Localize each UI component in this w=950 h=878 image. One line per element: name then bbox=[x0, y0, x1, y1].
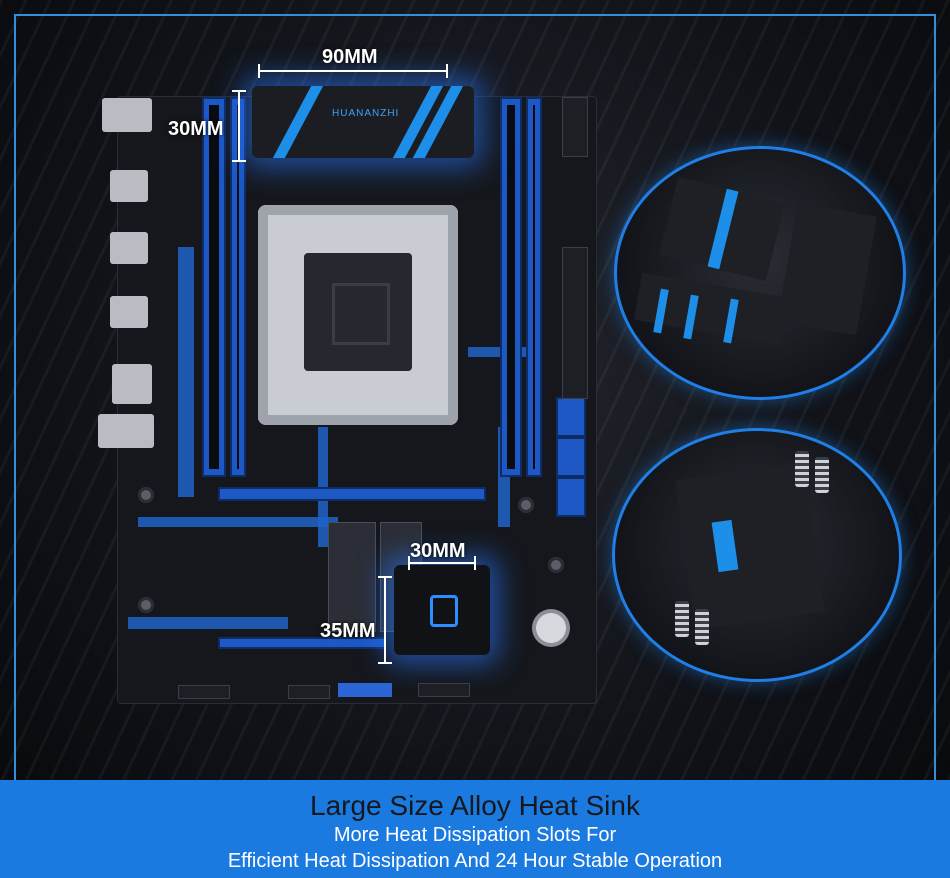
cmos-battery bbox=[532, 609, 570, 647]
pin-header bbox=[418, 683, 470, 697]
chipset-zoom-circle bbox=[612, 428, 902, 682]
capacitor bbox=[138, 487, 154, 503]
heatsink-width-label: 90MM bbox=[322, 46, 378, 68]
sata-port bbox=[556, 397, 586, 437]
caption-title: Large Size Alloy Heat Sink bbox=[310, 790, 640, 821]
audio-port bbox=[98, 414, 154, 448]
heatsink-brand: HUANANZHI bbox=[332, 108, 400, 119]
usb-port bbox=[110, 232, 148, 264]
heatsink-stripe bbox=[272, 86, 324, 158]
vrm-heatsink: HUANANZHI bbox=[252, 86, 474, 158]
chipset-height-label: 35MM bbox=[320, 620, 376, 642]
chipset-heatsink bbox=[394, 565, 490, 655]
dimm-slot bbox=[526, 97, 542, 477]
dimm-slot bbox=[202, 97, 226, 477]
dimm-slot bbox=[500, 97, 522, 477]
capacitor bbox=[138, 597, 154, 613]
chipset-heatsink-block bbox=[675, 462, 825, 630]
m2-slot bbox=[328, 522, 376, 632]
sata-port bbox=[556, 477, 586, 517]
mounting-spring bbox=[675, 601, 689, 637]
heatsink-height-label: 30MM bbox=[168, 118, 224, 140]
heatsink-height-marker bbox=[232, 90, 246, 162]
caption-banner: Large Size Alloy Heat Sink More Heat Dis… bbox=[0, 780, 950, 878]
chipset-height-marker bbox=[378, 576, 392, 664]
caption-line-1: More Heat Dissipation Slots For bbox=[333, 824, 617, 846]
heatsink-zoom-circle bbox=[614, 146, 906, 400]
cpu-power-connector bbox=[562, 97, 588, 157]
mounting-spring bbox=[815, 457, 829, 493]
atx-power-connector bbox=[562, 247, 588, 399]
board-trace bbox=[178, 247, 194, 497]
sata-port bbox=[556, 437, 586, 477]
pin-header bbox=[288, 685, 330, 699]
mounting-spring bbox=[695, 609, 709, 645]
motherboard bbox=[118, 97, 596, 703]
pin-header bbox=[178, 685, 230, 699]
capacitor bbox=[548, 557, 564, 573]
cpu-socket-pad bbox=[304, 253, 412, 371]
usb-port bbox=[110, 296, 148, 328]
io-port bbox=[102, 98, 152, 132]
cpu-socket bbox=[258, 205, 458, 425]
chipset-width-marker bbox=[408, 556, 476, 570]
mounting-spring bbox=[795, 451, 809, 487]
ethernet-port bbox=[112, 364, 152, 404]
caption-line-2: Efficient Heat Dissipation And 24 Hour S… bbox=[227, 850, 723, 872]
capacitor bbox=[518, 497, 534, 513]
board-trace bbox=[128, 617, 288, 629]
brand-logo-icon bbox=[430, 595, 458, 627]
heatsink-profile bbox=[777, 202, 877, 336]
heatsink-width-marker bbox=[258, 64, 448, 78]
pcie-x16-slot bbox=[218, 487, 486, 501]
chipset-width-label: 30MM bbox=[410, 540, 466, 562]
board-trace bbox=[138, 517, 338, 527]
usb-port bbox=[110, 170, 148, 202]
usb-header bbox=[338, 683, 392, 697]
